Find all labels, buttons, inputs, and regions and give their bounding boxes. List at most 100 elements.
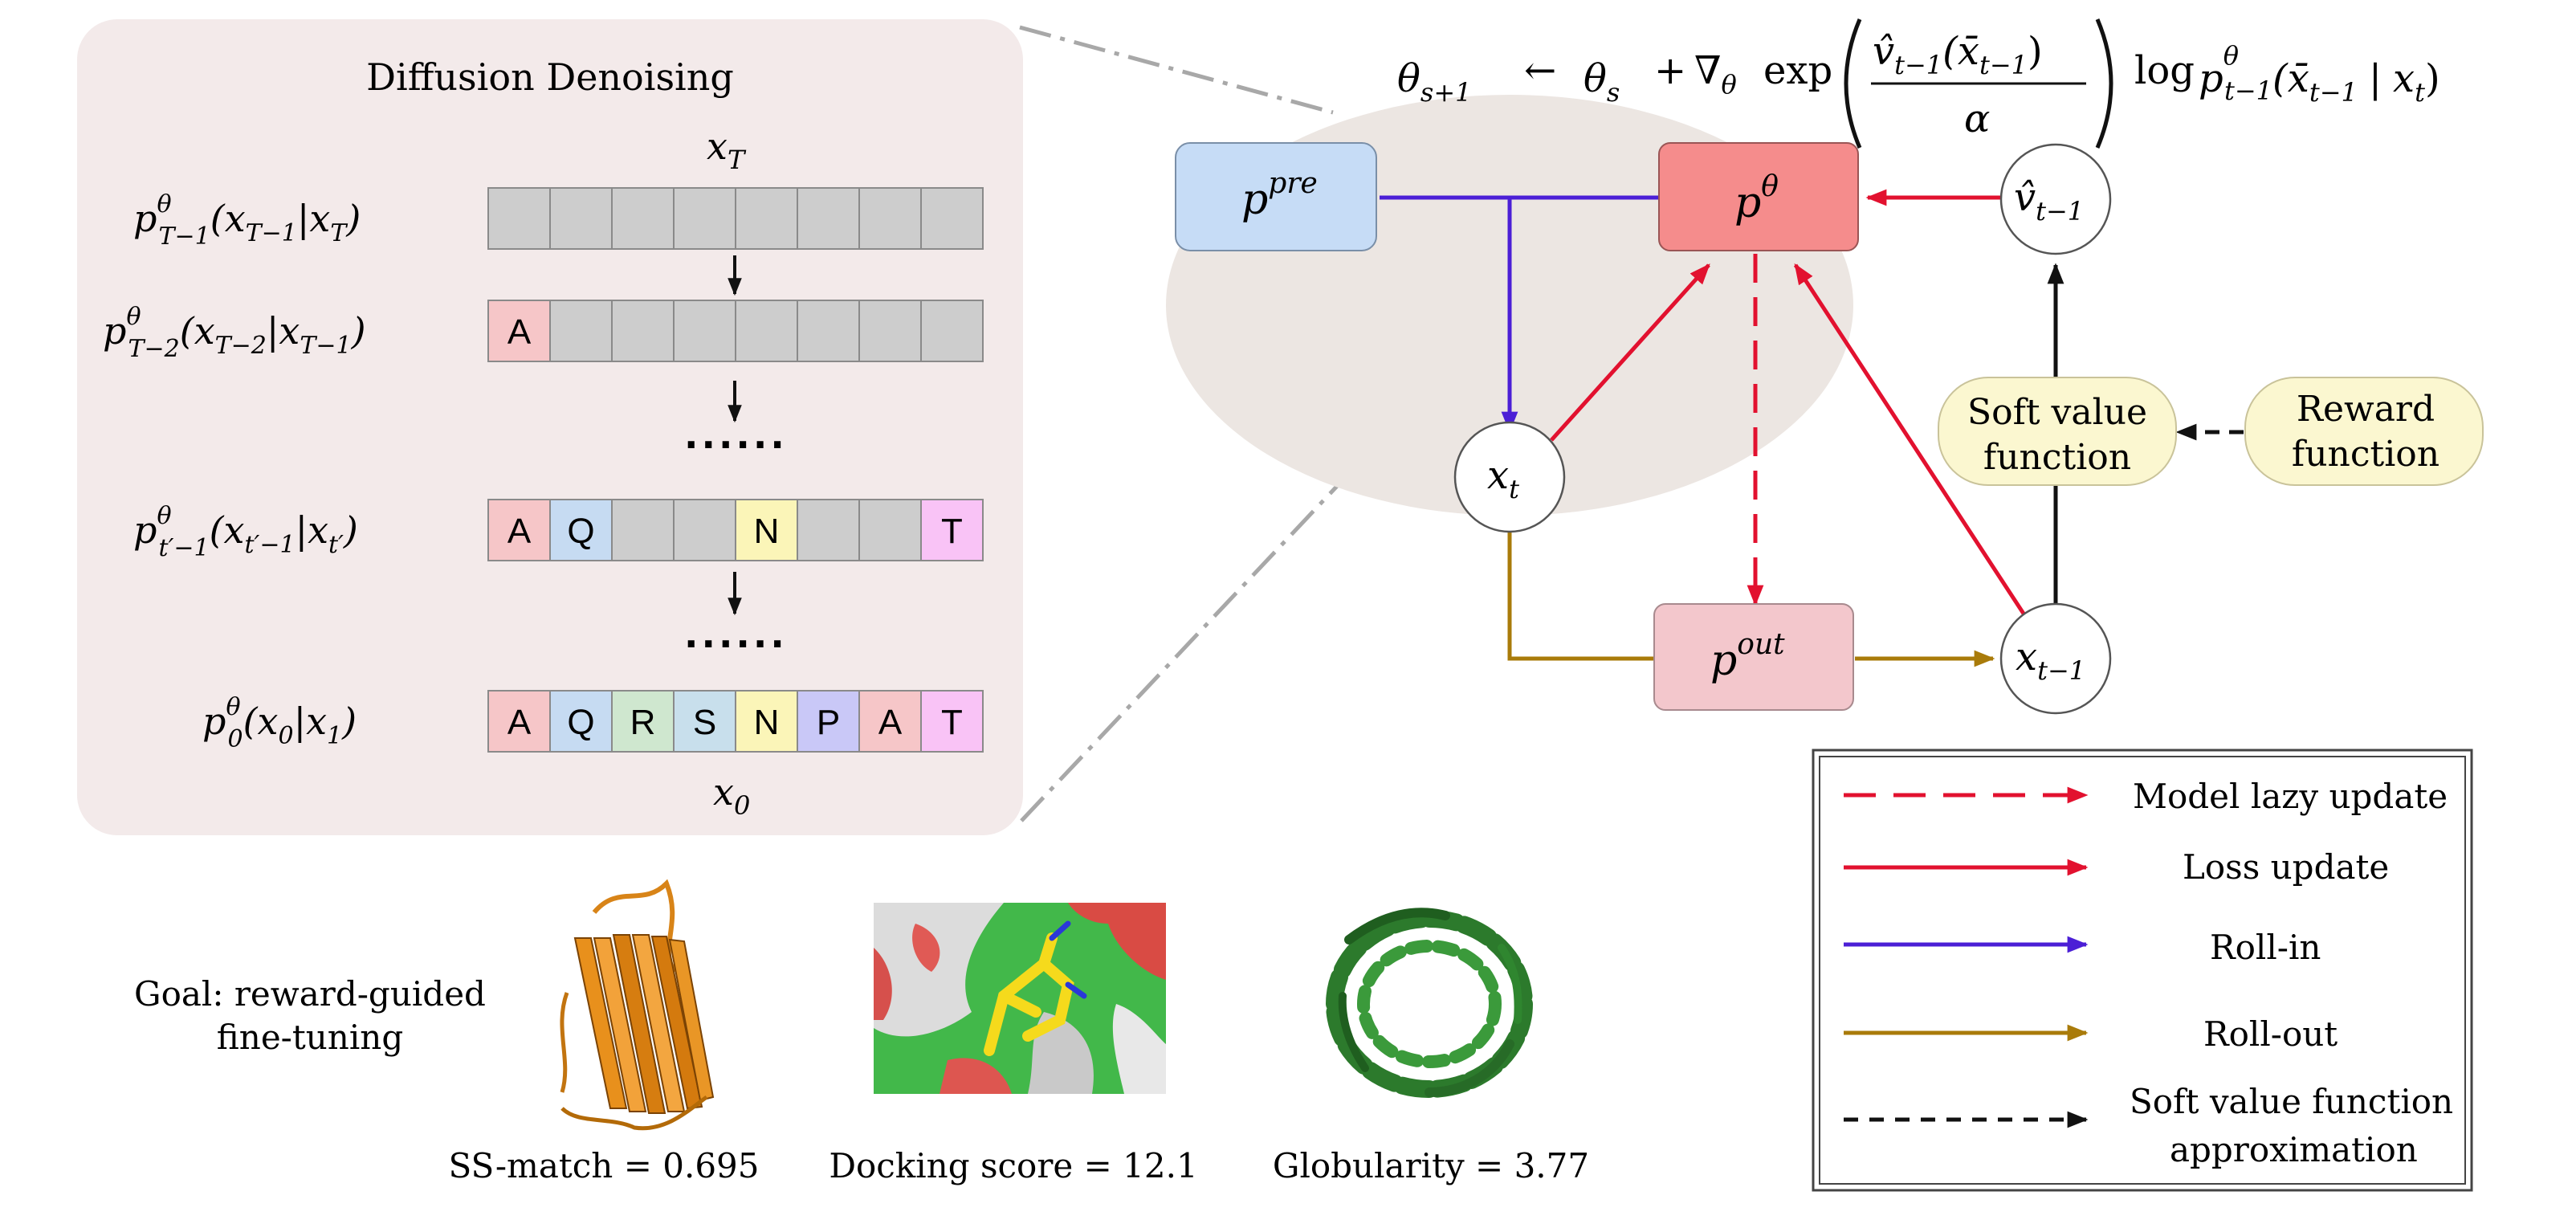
svg-text:v̂t−1: v̂t−1 <box>2014 175 2084 226</box>
sequence-cell <box>858 499 922 561</box>
legend-label-soft-value-2: approximation <box>2170 1130 2418 1169</box>
sequence-cell <box>735 187 798 250</box>
sequence-cell-letter: N <box>754 512 780 551</box>
update-equation: θs+1 ← θs + ∇θ exp v̂t−1(x̄t−1) α log pθ… <box>1397 18 2440 149</box>
node-v-hat: v̂t−1 <box>1999 143 2112 255</box>
green-globular-protein-image <box>1326 908 1533 1098</box>
x-top-label: xT <box>707 124 747 175</box>
legend-label-loss-update: Loss update <box>2183 847 2389 887</box>
svg-text:v̂t−1(x̄t−1): v̂t−1(x̄t−1) <box>1873 29 2043 80</box>
zoom-line-top <box>1019 25 1334 115</box>
sequence-cell <box>487 690 551 753</box>
rollout-line-xt-to-pout <box>1507 524 1656 661</box>
ligand-docking-surface-image <box>874 903 1166 1094</box>
svg-text:∇θ: ∇θ <box>1694 48 1737 100</box>
svg-text:ppre: ppre <box>1241 167 1318 224</box>
sequence-cell-letter: Q <box>567 703 594 742</box>
legend-label-lazy-update: Model lazy update <box>2133 777 2448 816</box>
node-p-theta: pθ <box>1658 142 1859 251</box>
sequence-cell <box>735 690 798 753</box>
sequence-cell <box>797 499 860 561</box>
node-reward-function: Reward function <box>2244 377 2484 486</box>
caption-globularity: Globularity = 3.77 <box>1273 1146 1589 1185</box>
sequence-cell <box>611 300 675 362</box>
caption-docking-score: Docking score = 12.1 <box>829 1146 1197 1185</box>
sequence-cell-letter: Q <box>567 512 594 551</box>
sequence-cell <box>797 300 860 362</box>
sequence-cell <box>858 187 922 250</box>
sequence-cell <box>858 300 922 362</box>
svg-text:←: ← <box>1524 48 1556 93</box>
svg-text:exp: exp <box>1763 48 1832 93</box>
sequence-cell <box>611 187 675 250</box>
sequence-cell <box>920 187 984 250</box>
svg-text:xt−1: xt−1 <box>2016 634 2085 686</box>
svg-text:Reward: Reward <box>2297 389 2435 430</box>
sequence-cell <box>797 187 860 250</box>
sequence-cell-letter: T <box>941 512 963 551</box>
sequence-cell <box>797 690 860 753</box>
sequence-cell <box>549 690 613 753</box>
node-soft-value-function: Soft value function <box>1938 377 2177 486</box>
goal-section: Goal: reward-guided fine-tuning <box>134 974 486 1057</box>
sequence-cell <box>611 499 675 561</box>
example-ss-match: SS-match = 0.695 <box>449 879 760 1185</box>
sequence-cell-letter: N <box>754 703 780 742</box>
orange-beta-barrel-protein-image <box>560 879 715 1131</box>
example-docking-score: Docking score = 12.1 <box>829 903 1198 1185</box>
sequence-cell-letter: A <box>507 703 532 742</box>
sequence-cell <box>673 690 736 753</box>
sequence-cell <box>735 300 798 362</box>
legend-label-roll-out: Roll-out <box>2203 1014 2338 1054</box>
sequence-cell <box>549 187 613 250</box>
svg-text:θs+1: θs+1 <box>1397 56 1472 108</box>
node-p-pre: ppre <box>1175 142 1377 251</box>
svg-text:function: function <box>2292 434 2439 475</box>
ellipsis-dots-2: ...... <box>684 613 788 656</box>
legend: Model lazy update Loss update Roll-in Ro… <box>1812 749 2473 1192</box>
panel-title: Diffusion Denoising <box>366 55 734 99</box>
sequence-cell <box>487 187 551 250</box>
svg-text:pθt−1(x̄t−1|xt): pθt−1(x̄t−1|xt) <box>2199 40 2440 108</box>
x-bottom-label: x0 <box>713 770 750 821</box>
node-p-out: pout <box>1653 603 1854 711</box>
sequence-cell-letter: A <box>507 512 532 551</box>
node-x-t-minus-1: xt−1 <box>1999 602 2112 715</box>
sequence-cell-letter: A <box>507 312 532 352</box>
goal-line-1: Goal: reward-guided <box>134 974 486 1014</box>
sequence-cell <box>858 690 922 753</box>
svg-text:θs: θs <box>1584 56 1620 108</box>
legend-label-soft-value-1: Soft value function <box>2130 1082 2453 1121</box>
svg-text:pout: pout <box>1710 628 1785 685</box>
sequence-cell-letter: R <box>630 703 656 742</box>
svg-text:log: log <box>2134 48 2195 93</box>
zoom-line-bottom <box>1020 480 1343 822</box>
sequence-cell <box>487 300 551 362</box>
sequence-cell-letter: T <box>941 703 963 742</box>
sequence-cell <box>920 499 984 561</box>
sequence-cell <box>673 187 736 250</box>
sequence-cell-letter: S <box>693 703 716 742</box>
sequence-cell-letter: P <box>817 703 840 742</box>
svg-text:function: function <box>1983 437 2131 478</box>
sequence-cell <box>673 499 736 561</box>
svg-text:xt: xt <box>1487 453 1519 504</box>
sequence-cell <box>549 499 613 561</box>
sequence-cell <box>549 300 613 362</box>
goal-line-2: fine-tuning <box>217 1018 403 1057</box>
sequence-cell <box>673 300 736 362</box>
svg-text:Soft value: Soft value <box>1967 392 2147 433</box>
svg-text:+: + <box>1654 48 1686 93</box>
loss-arrow-xt-to-ptheta <box>1550 263 1710 442</box>
caption-ss-match: SS-match = 0.695 <box>449 1146 760 1185</box>
sequence-cell <box>920 300 984 362</box>
sequence-cell-letter: A <box>878 703 903 742</box>
node-x-t: xt <box>1453 421 1566 533</box>
